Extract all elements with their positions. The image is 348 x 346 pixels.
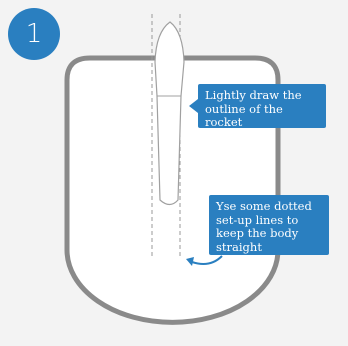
callout-draw-outline: Lightly draw the outline of the rocket [198, 84, 326, 128]
callout-setup-lines: Yse some dotted set-up lines to keep the… [209, 195, 329, 255]
step-badge: 1 [8, 8, 60, 60]
step-number: 1 [26, 21, 43, 47]
